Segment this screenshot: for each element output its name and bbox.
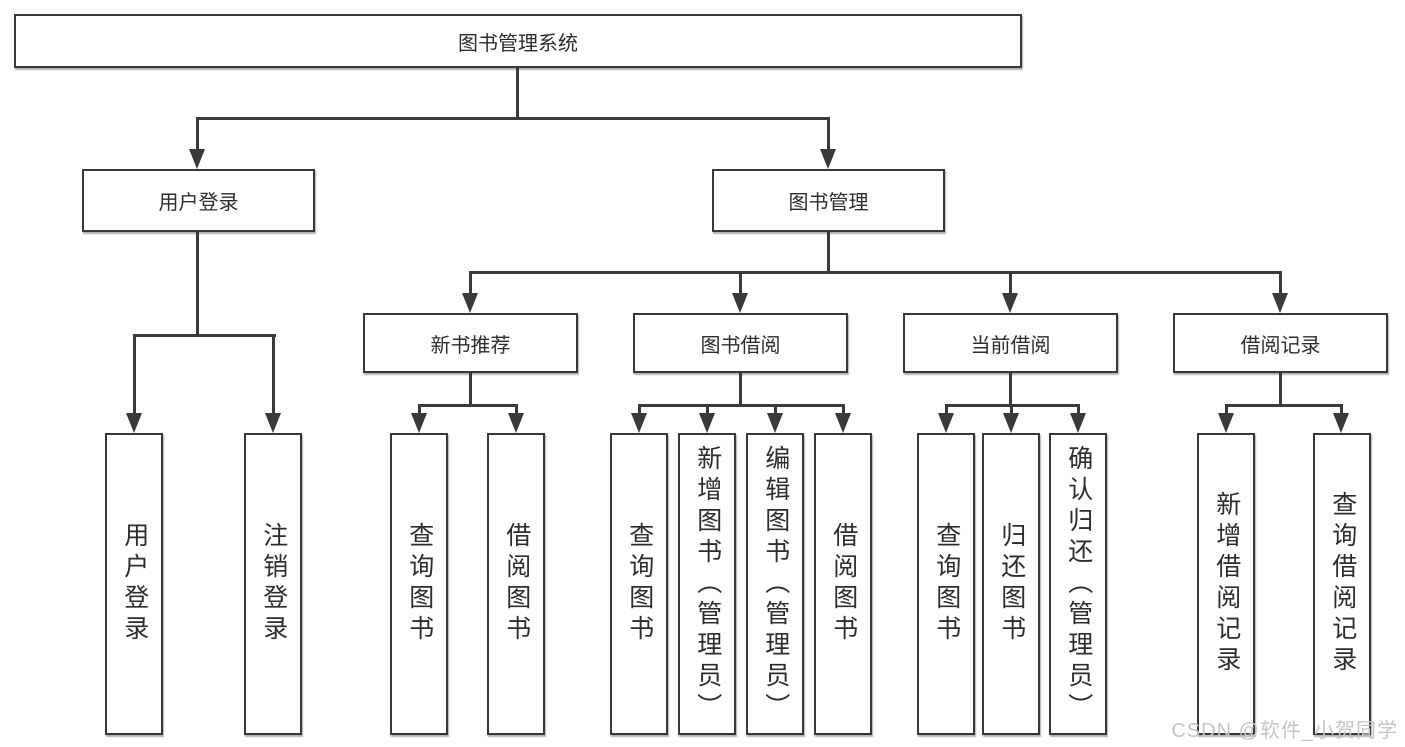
connector-drop-leaf-user-login — [133, 334, 136, 414]
leaf-query-books-1: 查询图书 — [390, 433, 448, 735]
node-new-book-recommend: 新书推荐 — [363, 313, 578, 373]
leaf-confirm-return-admin-label: 确认归还（管理员） — [1064, 444, 1093, 724]
arrow-down-icon — [767, 413, 783, 433]
leaf-query-borrow-record-label: 查询借阅记录 — [1328, 491, 1357, 677]
leaf-confirm-return-admin: 确认归还（管理员） — [1049, 433, 1107, 735]
connector-drop — [515, 404, 518, 415]
connector-book-management-stem — [827, 232, 830, 273]
connector-drop-borrow-records — [1279, 271, 1282, 295]
leaf-query-books-2-label: 查询图书 — [625, 522, 654, 646]
leaf-add-borrow-record: 新增借阅记录 — [1197, 433, 1255, 735]
connector-drop — [418, 404, 421, 415]
leaf-add-borrow-record-label: 新增借阅记录 — [1212, 491, 1241, 677]
connector-drop — [842, 404, 845, 415]
leaf-query-books-2: 查询图书 — [610, 433, 668, 735]
connector-drop — [638, 404, 641, 415]
connector-user-login-stem — [196, 232, 199, 336]
node-new-book-recommend-label: 新书推荐 — [430, 334, 511, 357]
leaf-user-login-label: 用户登录 — [120, 522, 149, 646]
connector-drop — [945, 404, 948, 415]
connector-new-book-stem — [469, 373, 472, 406]
watermark: CSDN @软件_小贺同学 — [1171, 720, 1398, 742]
arrow-down-icon — [699, 413, 715, 433]
arrow-down-icon — [265, 413, 281, 433]
leaf-borrow-books-1: 借阅图书 — [487, 433, 545, 735]
connector-book-borrowing-stem — [739, 373, 742, 406]
node-book-borrowing-label: 图书借阅 — [700, 334, 781, 357]
connector-user-login-rail — [133, 334, 276, 337]
leaf-return-books-label: 归还图书 — [997, 522, 1026, 646]
node-root-label: 图书管理系统 — [458, 32, 578, 55]
connector-drop — [706, 404, 709, 415]
connector-drop — [1225, 404, 1228, 415]
arrow-down-icon — [126, 413, 142, 433]
connector-drop-book-management — [827, 118, 830, 151]
connector-book-borrowing-rail — [638, 404, 845, 407]
leaf-edit-books-admin: 编辑图书（管理员） — [746, 433, 804, 735]
arrow-down-icon — [1333, 413, 1349, 433]
connector-book-management-rail — [469, 271, 1282, 274]
node-book-management-label: 图书管理 — [788, 192, 869, 214]
connector-drop — [774, 404, 777, 415]
connector-root-stem — [516, 68, 519, 118]
arrow-down-icon — [631, 413, 647, 433]
leaf-return-books: 归还图书 — [982, 433, 1040, 735]
connector-borrow-records-stem — [1279, 373, 1282, 406]
connector-borrow-records-rail — [1225, 404, 1343, 407]
node-book-borrowing: 图书借阅 — [633, 313, 848, 373]
node-borrow-records: 借阅记录 — [1173, 313, 1388, 373]
connector-drop-leaf-logout — [272, 334, 275, 414]
node-current-borrowing: 当前借阅 — [903, 313, 1118, 373]
leaf-user-login: 用户登录 — [105, 433, 163, 735]
node-root: 图书管理系统 — [14, 14, 1022, 68]
arrow-down-icon — [835, 413, 851, 433]
leaf-logout-login: 注销登录 — [244, 433, 302, 735]
arrow-down-icon — [508, 413, 524, 433]
arrow-down-icon — [462, 293, 478, 313]
arrow-down-icon — [1272, 293, 1288, 313]
connector-drop-new-book — [469, 271, 472, 295]
node-user-login: 用户登录 — [82, 169, 315, 232]
leaf-edit-books-admin-label: 编辑图书（管理员） — [761, 444, 790, 724]
leaf-query-books-3: 查询图书 — [917, 433, 975, 735]
connector-drop-current-borrowing — [1009, 271, 1012, 295]
arrow-down-icon — [1002, 293, 1018, 313]
arrow-down-icon — [1003, 413, 1019, 433]
arrow-down-icon — [820, 149, 836, 169]
node-borrow-records-label: 借阅记录 — [1240, 334, 1321, 357]
leaf-add-books-admin-label: 新增图书（管理员） — [693, 444, 722, 724]
node-book-management: 图书管理 — [712, 169, 945, 232]
connector-drop-book-borrowing — [739, 271, 742, 295]
leaf-query-books-1-label: 查询图书 — [405, 522, 434, 646]
connector-current-borrowing-stem — [1009, 373, 1012, 406]
arrow-down-icon — [189, 149, 205, 169]
arrow-down-icon — [1070, 413, 1086, 433]
connector-drop — [1340, 404, 1343, 415]
leaf-logout-login-label: 注销登录 — [259, 522, 288, 646]
connector-drop-user-login — [196, 118, 199, 151]
arrow-down-icon — [938, 413, 954, 433]
leaf-borrow-books-1-label: 借阅图书 — [502, 522, 531, 646]
node-current-borrowing-label: 当前借阅 — [970, 334, 1051, 357]
leaf-borrow-books-2-label: 借阅图书 — [829, 522, 858, 646]
leaf-borrow-books-2: 借阅图书 — [814, 433, 872, 735]
arrow-down-icon — [732, 293, 748, 313]
leaf-query-borrow-record: 查询借阅记录 — [1313, 433, 1371, 735]
arrow-down-icon — [1218, 413, 1234, 433]
connector-new-book-rail — [418, 404, 518, 407]
node-user-login-label: 用户登录 — [158, 192, 239, 214]
connector-root-rail — [196, 117, 830, 120]
connector-drop — [1010, 404, 1013, 415]
arrow-down-icon — [411, 413, 427, 433]
connector-drop — [1077, 404, 1080, 415]
leaf-query-books-3-label: 查询图书 — [932, 522, 961, 646]
leaf-add-books-admin: 新增图书（管理员） — [678, 433, 736, 735]
